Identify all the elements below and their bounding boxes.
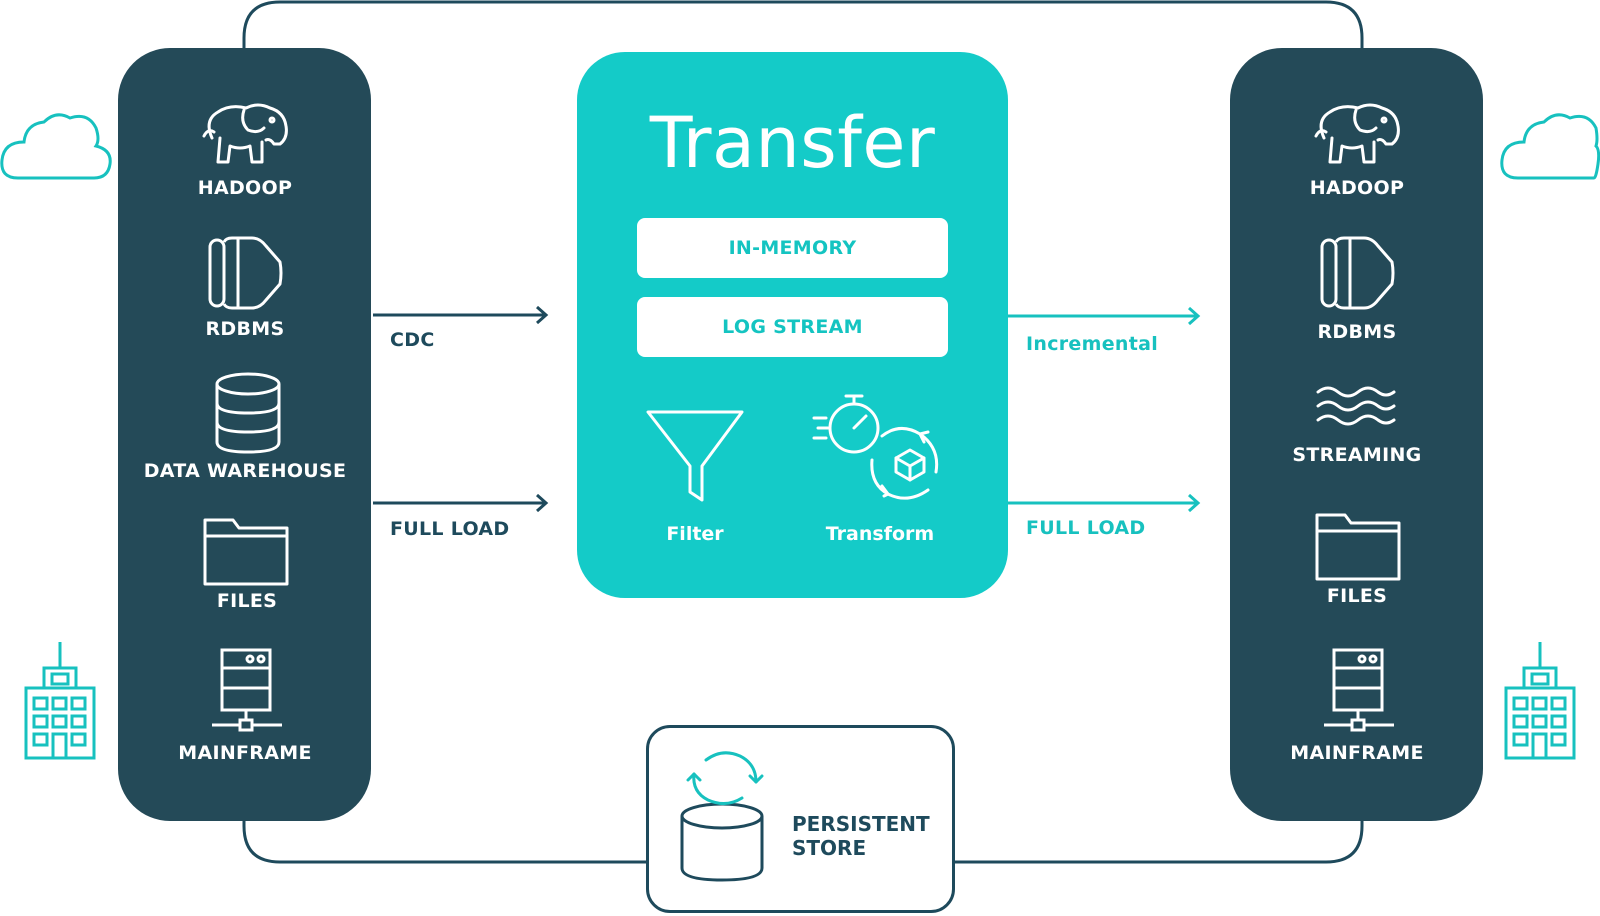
- waves-icon: [1316, 386, 1396, 426]
- flow-label-full-load-in: FULL LOAD: [390, 518, 510, 540]
- server-icon: [1324, 648, 1394, 732]
- source-label-mainframe: MAINFRAME: [178, 742, 312, 764]
- arrow-incremental: [1008, 306, 1201, 326]
- filter-funnel-icon: [646, 410, 744, 502]
- arrow-cdc: [373, 305, 549, 325]
- source-label-rdbms: RDBMS: [205, 318, 285, 340]
- target-panel: [1230, 48, 1483, 821]
- cloud-icon-left: [0, 113, 112, 180]
- flow-label-full-load-out: FULL LOAD: [1026, 517, 1146, 539]
- loop-bottom-left: [242, 818, 646, 864]
- transform-label: Transform: [825, 523, 935, 545]
- persistent-store-icon: [680, 751, 764, 882]
- source-label-files: FILES: [216, 590, 278, 612]
- arrow-full-load-out: [1008, 493, 1201, 513]
- rdbms-icon: [208, 236, 283, 310]
- source-label-data-warehouse: DATA WAREHOUSE: [143, 460, 347, 482]
- flow-label-incremental: Incremental: [1026, 333, 1159, 355]
- hadoop-elephant-icon: [202, 103, 288, 164]
- flow-label-cdc: CDC: [390, 329, 435, 351]
- target-label-streaming: STREAMING: [1292, 444, 1422, 466]
- target-label-files: FILES: [1326, 585, 1388, 607]
- store-label-line2: STORE: [792, 836, 867, 860]
- mode-in-memory: IN-MEMORY: [637, 218, 948, 278]
- arrow-full-load-in: [373, 493, 549, 513]
- rdbms-icon: [1320, 236, 1395, 310]
- database-icon: [215, 372, 281, 454]
- hadoop-elephant-icon: [1314, 103, 1400, 164]
- mode-log-stream: LOG STREAM: [637, 297, 948, 357]
- folder-icon: [203, 518, 289, 586]
- cloud-icon-right: [1500, 113, 1600, 180]
- transform-icon: [812, 394, 939, 500]
- persistent-store-label: PERSISTENT STORE: [792, 812, 930, 860]
- transfer-title: Transfer: [649, 102, 936, 184]
- persistent-store-box: [646, 725, 955, 913]
- loop-bottom-right: [955, 818, 1364, 864]
- server-icon: [212, 648, 282, 732]
- store-label-line1: PERSISTENT: [792, 812, 930, 836]
- folder-icon: [1315, 513, 1401, 581]
- target-label-rdbms: RDBMS: [1317, 321, 1397, 343]
- loop-top: [242, 0, 1364, 50]
- building-icon-right: [1504, 642, 1576, 760]
- building-icon-left: [24, 642, 96, 760]
- filter-label: Filter: [666, 523, 724, 545]
- target-label-mainframe: MAINFRAME: [1290, 742, 1424, 764]
- source-panel: [118, 48, 371, 821]
- source-label-hadoop: HADOOP: [197, 177, 293, 199]
- target-label-hadoop: HADOOP: [1309, 177, 1405, 199]
